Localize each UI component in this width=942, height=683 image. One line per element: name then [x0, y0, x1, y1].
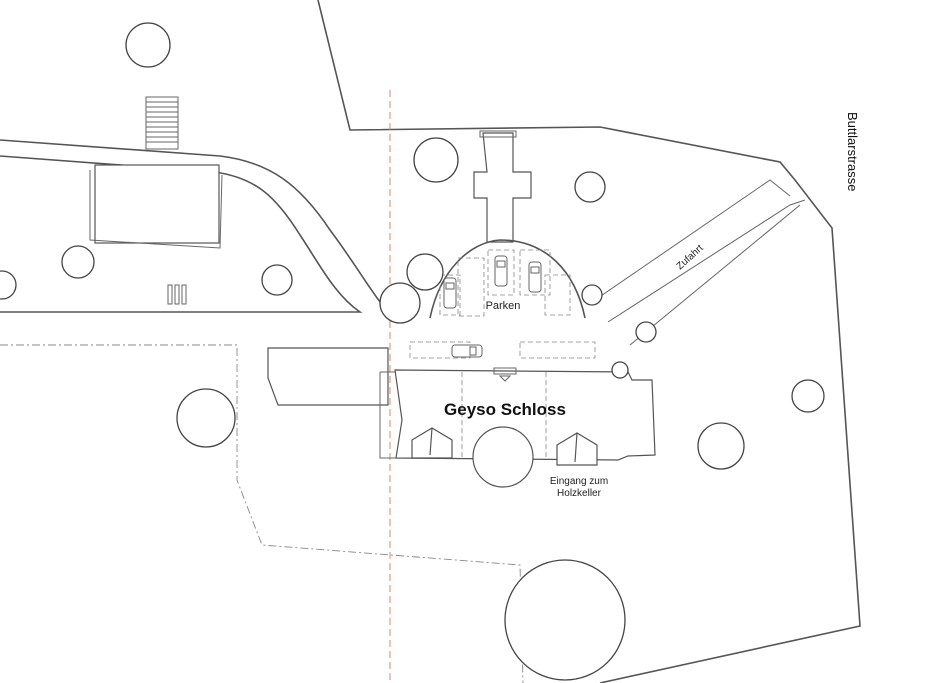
- tree-icon: [791, 379, 825, 413]
- tree-icon: [611, 361, 629, 379]
- tree-icon: [581, 284, 603, 306]
- tree-icon: [261, 264, 293, 296]
- building-label: Geyso Schloss: [444, 400, 566, 419]
- castle-main: [394, 369, 656, 461]
- car-icon: [528, 261, 542, 293]
- car-icon: [451, 344, 483, 358]
- road-edge-upper: [0, 139, 399, 324]
- tree-icon: [413, 137, 459, 183]
- tree-icon: [406, 253, 444, 291]
- tree-icon: [635, 321, 657, 343]
- parking-label: Parken: [486, 300, 521, 312]
- entrance-label-line2: Holzkeller: [557, 488, 602, 499]
- road-edge-lower: [0, 155, 363, 313]
- castle-west-wing: [267, 347, 389, 406]
- outbuilding-left: [94, 164, 220, 244]
- bollards: [167, 284, 187, 305]
- round-tower: [472, 426, 534, 488]
- tree-icon: [574, 171, 606, 203]
- driveway-label: Zufahrt: [675, 243, 706, 273]
- north-wing: [473, 132, 532, 243]
- street-label: Buttlarstrasse: [845, 112, 860, 191]
- tree-icon: [504, 559, 626, 681]
- car-icon: [494, 255, 508, 287]
- tree-icon: [176, 388, 236, 448]
- tree-icon: [697, 422, 745, 470]
- driveway-edge-upper: [594, 179, 791, 301]
- driveway-edge-gate: [629, 204, 801, 346]
- entrance-label-line1: Eingang zum: [550, 476, 608, 487]
- entrance-marker: [493, 367, 517, 382]
- property-boundary: [317, 0, 861, 683]
- stairs: [145, 96, 179, 150]
- tree-icon: [0, 270, 17, 300]
- pavilion-west: [411, 427, 453, 459]
- pavilion-east: [556, 432, 598, 466]
- tree-icon: [61, 245, 95, 279]
- tree-icon: [379, 282, 421, 324]
- tree-icon: [125, 22, 171, 68]
- driveway-edge-lower: [607, 199, 806, 323]
- car-icon: [443, 277, 457, 309]
